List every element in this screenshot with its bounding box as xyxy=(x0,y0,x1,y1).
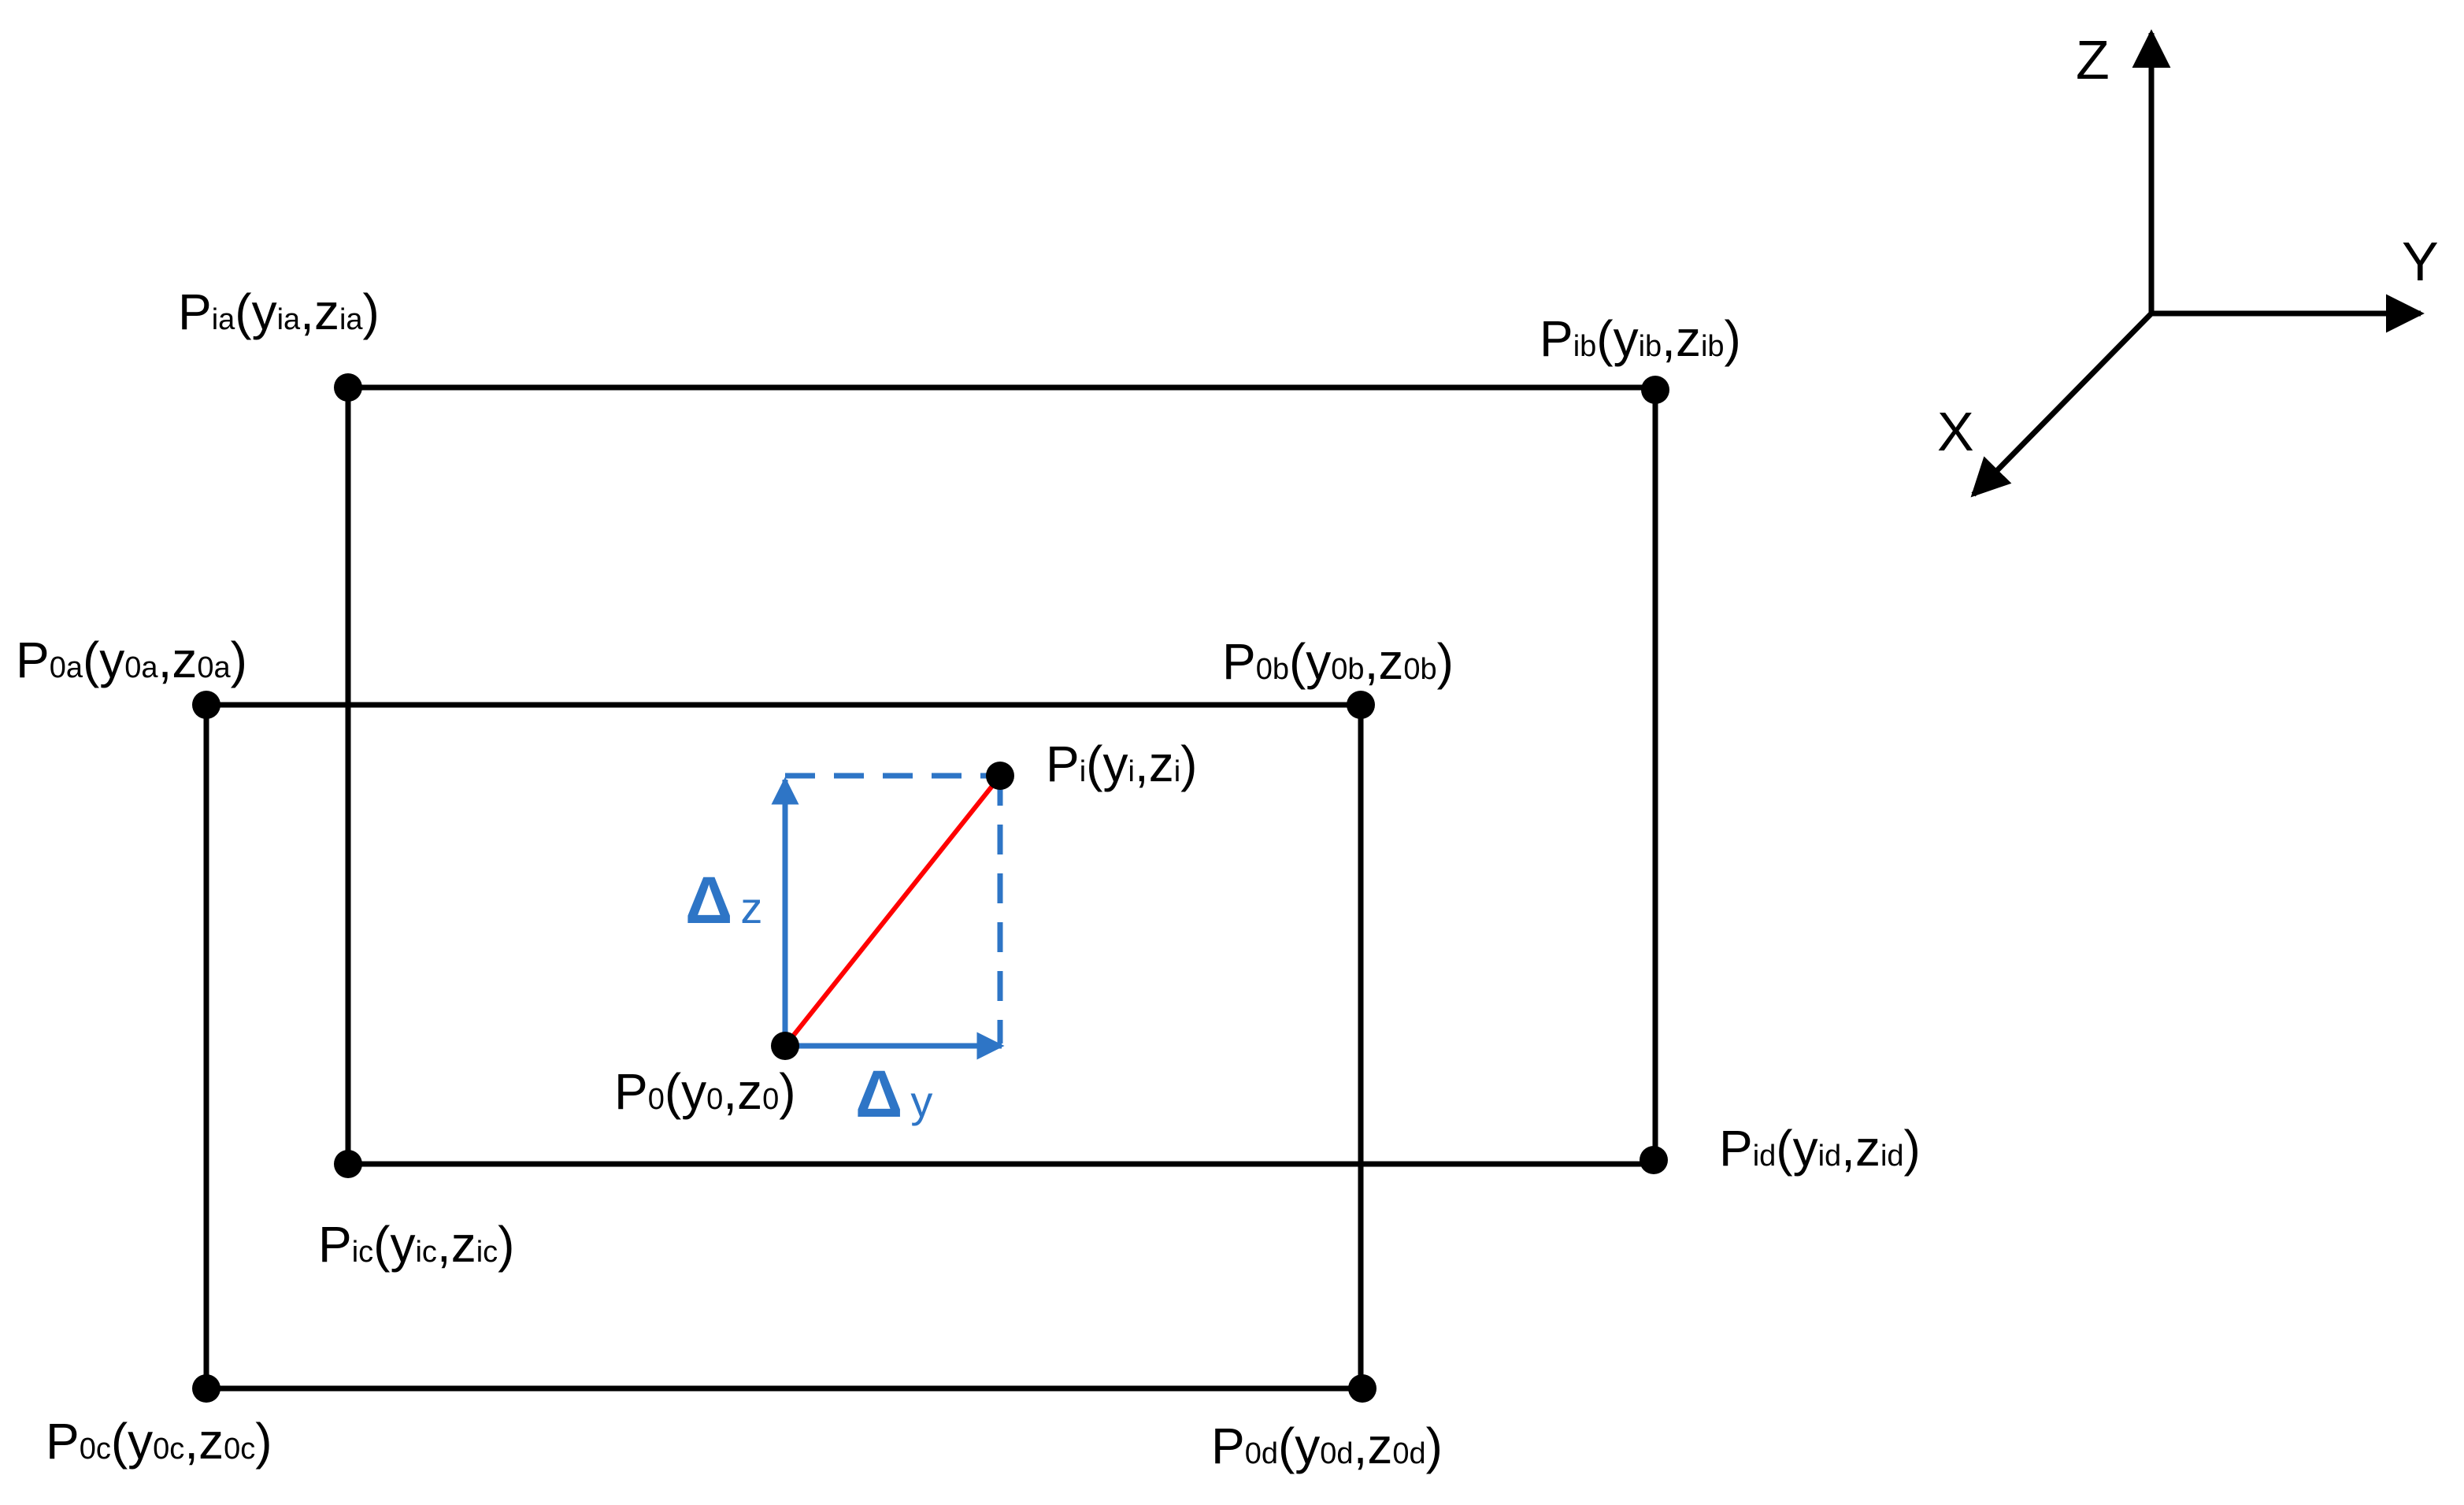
point-ia xyxy=(334,373,362,402)
rectangle-initial xyxy=(345,384,1658,1167)
axis-x-label: X xyxy=(1937,401,1974,462)
point-0d xyxy=(1348,1374,1377,1403)
points xyxy=(192,373,1669,1403)
coordinate-axes: Z Y X xyxy=(1937,29,2439,498)
label-point-id: Pid(yid,zid) xyxy=(1719,1120,1921,1177)
axis-z-label: Z xyxy=(2076,29,2110,91)
point-i xyxy=(986,762,1014,790)
label-point-ia: Pia(yia,zia) xyxy=(178,284,380,340)
point-ic xyxy=(334,1150,362,1178)
label-point-0: P0(y0,z0) xyxy=(614,1063,796,1120)
axis-y-label: Y xyxy=(2402,231,2439,292)
point-0a xyxy=(192,691,220,719)
rectangle-reference xyxy=(203,702,1364,1392)
displacement-vector xyxy=(783,777,1001,1047)
point-id xyxy=(1640,1146,1668,1174)
label-point-0c: P0c(y0c,z0c) xyxy=(46,1413,272,1470)
displacement-construction xyxy=(771,773,1005,1060)
point-0 xyxy=(771,1032,799,1060)
label-point-0a: P0a(y0a,z0a) xyxy=(16,632,247,688)
label-point-ic: Pic(yic,zic) xyxy=(318,1216,514,1273)
point-ib xyxy=(1641,376,1669,404)
label-point-0b: P0b(y0b,z0b) xyxy=(1222,633,1454,690)
point-0c xyxy=(192,1374,220,1403)
label-point-i: Pi(yi,zi) xyxy=(1046,736,1197,792)
label-point-0d: P0d(y0d,z0d) xyxy=(1211,1418,1443,1474)
axis-x xyxy=(1970,311,2154,498)
point-0b xyxy=(1347,691,1375,719)
label-point-ib: Pib(yib,zib) xyxy=(1540,310,1741,367)
